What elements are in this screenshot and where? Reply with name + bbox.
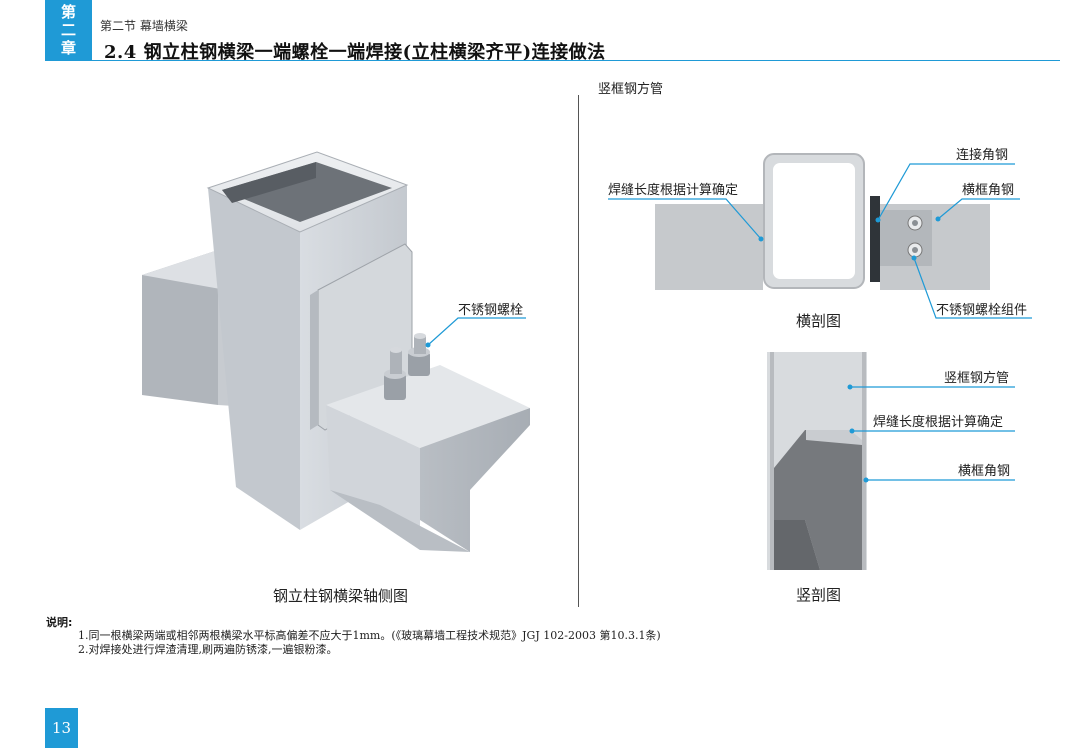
chapter-tab-char-2: 二 xyxy=(60,21,76,39)
page-number: 13 xyxy=(45,708,78,748)
vertical-beam-angle-label: 横框角钢 xyxy=(958,464,1011,479)
beam-leg xyxy=(420,408,530,552)
vertical-section-caption: 竖剖图 xyxy=(796,586,842,604)
bolt-assembly-label: 不锈钢螺栓组件 xyxy=(936,303,1028,318)
chapter-tab-char-3: 章 xyxy=(60,39,76,57)
page-title: 2.4 钢立柱钢横梁一端螺栓一端焊接(立柱横梁齐平)连接做法 xyxy=(104,42,606,63)
weld-length-label: 焊缝长度根据计算确定 xyxy=(608,183,739,198)
vertical-divider xyxy=(578,95,579,607)
notes-title: 说明: xyxy=(46,616,73,629)
vertical-weld-label: 焊缝长度根据计算确定 xyxy=(873,415,1004,430)
column-left-face xyxy=(208,188,300,530)
cross-section-top-label: 竖框钢方管 xyxy=(598,82,664,97)
isometric-caption: 钢立柱钢横梁轴侧图 xyxy=(273,587,409,605)
vertical-tube-label: 竖框钢方管 xyxy=(944,371,1010,386)
bolt-leader-line xyxy=(427,317,526,346)
column-hollow xyxy=(222,162,392,222)
note-item-1: 1.同一根横梁两端或相邻两根横梁水平标高偏差不应大于1mm。(《玻璃幕墙工程技术… xyxy=(78,629,661,642)
bolt-right xyxy=(408,333,430,376)
chapter-tab: 第 二 章 xyxy=(45,0,92,60)
beam-angle-label: 横框角钢 xyxy=(962,183,1015,198)
cross-section-drawing xyxy=(608,153,1032,319)
vertical-section-drawing xyxy=(767,352,1015,570)
isometric-drawing xyxy=(142,151,530,552)
title-underline xyxy=(45,60,1060,61)
section-label: 第二节 幕墙横梁 xyxy=(100,19,188,33)
left-beam-front xyxy=(142,250,218,405)
connecting-angle-label: 连接角钢 xyxy=(956,148,1009,163)
cross-section-caption: 横剖图 xyxy=(796,312,842,330)
bolt-left xyxy=(384,347,406,400)
chapter-tab-char-1: 第 xyxy=(60,3,76,21)
note-item-2: 2.对焊接处进行焊渣清理,刷两遍防锈漆,一遍银粉漆。 xyxy=(78,643,338,656)
bolt-label: 不锈钢螺栓 xyxy=(458,303,524,318)
beam-top-flange xyxy=(326,365,530,448)
